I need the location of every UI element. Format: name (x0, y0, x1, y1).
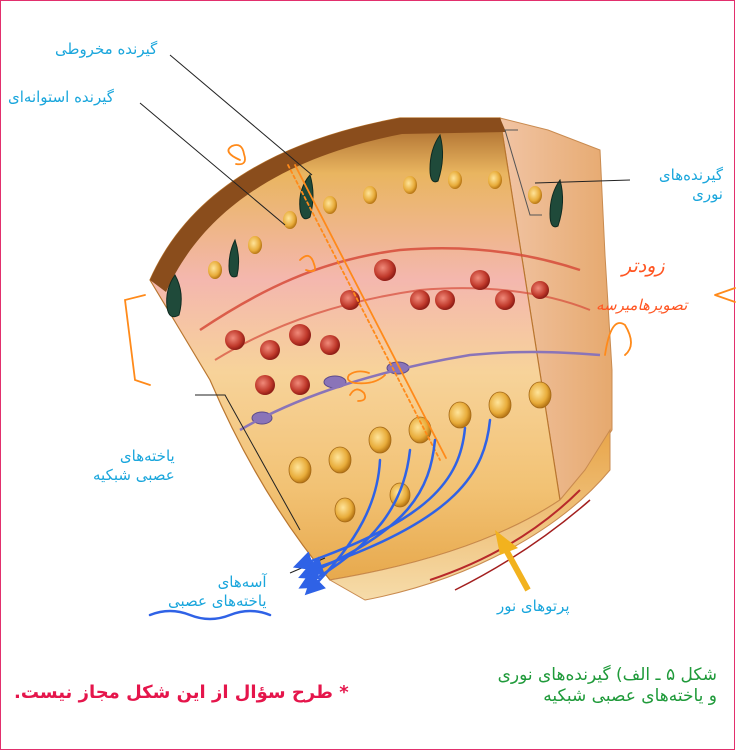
label-nerve-fibers-line2: یاخته‌های عصبی (168, 592, 267, 611)
label-rod-receptor: گیرنده استوانه‌ای (8, 88, 114, 107)
label-photoreceptors: گیرنده‌های نوری (659, 166, 723, 204)
label-retinal-neurons: یاخته‌های عصبی شبکیه (93, 447, 175, 485)
figure-caption-line1: شکل ۵ ـ الف) گیرنده‌های نوری (498, 665, 717, 686)
label-nerve-fibers-line1: آسه‌های (168, 573, 267, 592)
label-photoreceptors-line1: گیرنده‌های (659, 166, 723, 185)
label-retinal-neurons-line2: عصبی شبکیه (93, 466, 175, 485)
label-cone-receptor: گیرنده مخروطی (55, 40, 157, 59)
figure-caption: شکل ۵ ـ الف) گیرنده‌های نوری و یاخته‌های… (498, 665, 717, 708)
handwritten-note-images-arrive: تصویرهامیرسه (596, 296, 687, 314)
label-light-rays: پرتوهای نور (497, 597, 570, 616)
retina-block (150, 118, 612, 600)
label-photoreceptors-line2: نوری (659, 185, 723, 204)
figure-caption-line2: و یاخته‌های عصبی شبکیه (498, 686, 717, 707)
no-questions-warning: * طرح سؤال از این شکل مجاز نیست. (14, 682, 349, 705)
label-retinal-neurons-line1: یاخته‌های (93, 447, 175, 466)
handwritten-note-sooner: زودتر (622, 255, 665, 277)
label-nerve-fibers: آسه‌های یاخته‌های عصبی (168, 573, 267, 611)
